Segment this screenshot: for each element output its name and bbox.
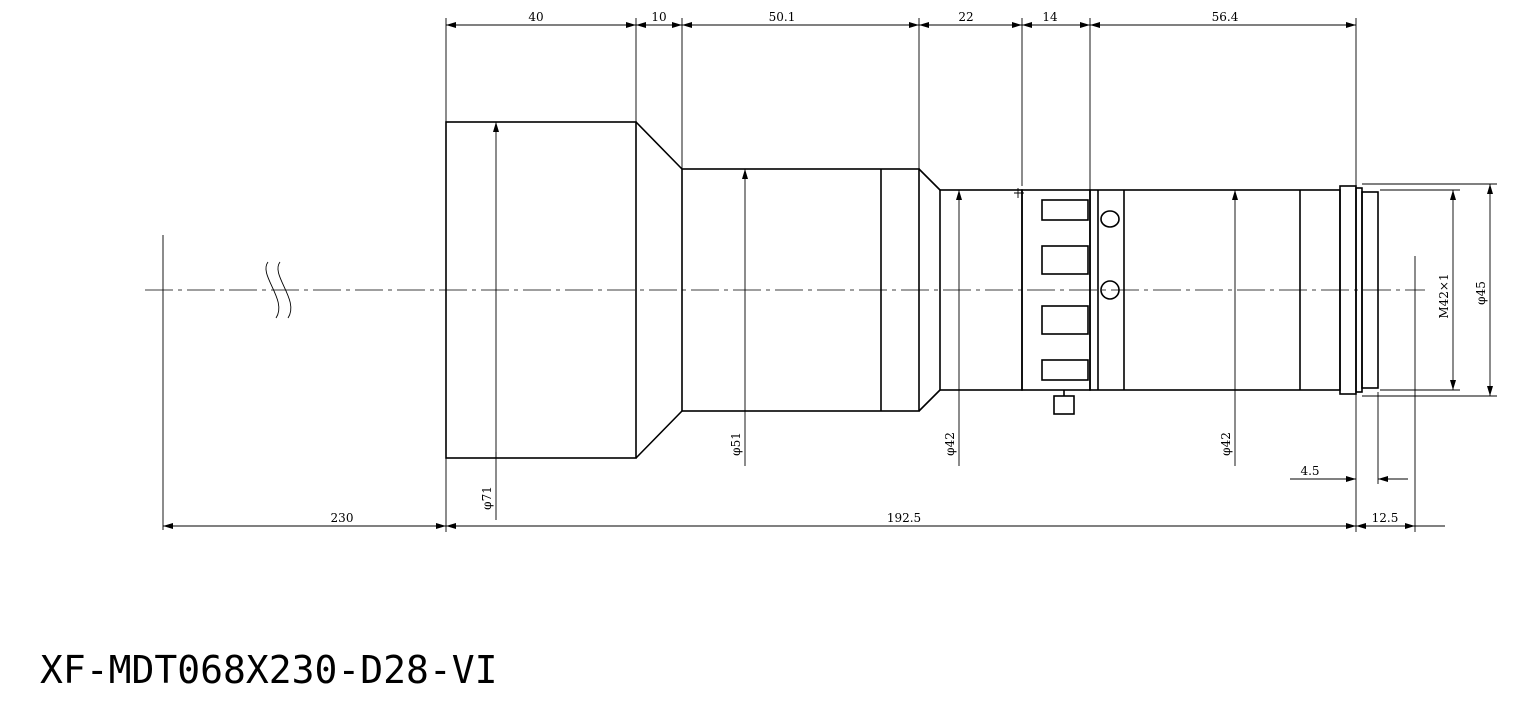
lens-body [445,121,1379,459]
dim-label-56-4: 56.4 [1212,10,1239,24]
dia-label-45: φ45 [1474,281,1488,305]
dim-label-10: 10 [651,10,666,24]
dim-label-12-5: 12.5 [1372,511,1399,525]
dia-label-51: φ51 [729,432,743,456]
dim-label-230: 230 [331,511,354,525]
dim-label-192-5: 192.5 [887,511,921,525]
model-number: XF-MDT068X230-D28-VI [40,648,498,692]
mount-thread-label: M42×1 [1437,273,1451,318]
dim-label-22: 22 [958,10,973,24]
dia-label-42-mid: φ42 [943,432,957,456]
diameter-dimension-lines [493,122,1493,520]
extension-lines [445,18,1497,532]
dia-label-71: φ71 [480,486,494,510]
dim-label-14: 14 [1042,10,1058,24]
dim-label-40: 40 [528,10,543,24]
dim-label-50-1: 50.1 [769,10,796,24]
break-symbol [265,261,292,319]
dim-label-4-5: 4.5 [1300,464,1319,478]
bottom-dimension-lines [163,476,1445,529]
dia-label-42-rear: φ42 [1219,432,1233,456]
